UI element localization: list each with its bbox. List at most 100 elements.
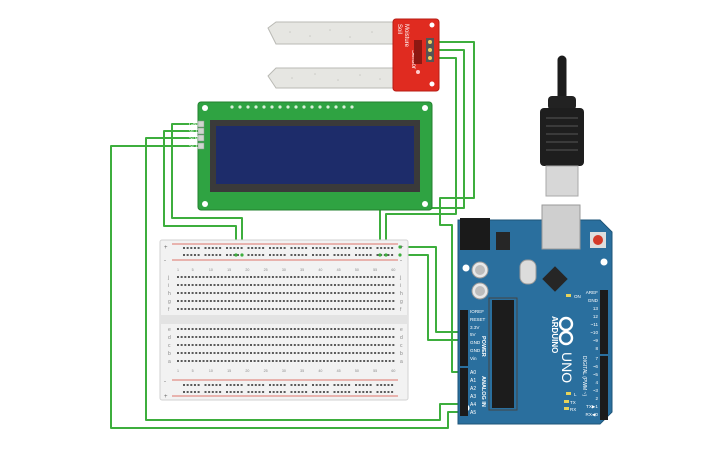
wire-power-5v[interactable] <box>400 246 462 333</box>
center-channel <box>160 315 408 324</box>
wire-sensor-vcc[interactable] <box>379 49 465 255</box>
usb-b-port[interactable] <box>541 204 581 250</box>
pin-a1: A1 <box>470 378 476 384</box>
lcd-mount-holes <box>202 105 428 207</box>
wires[interactable] <box>110 41 475 429</box>
wire-lcd-gnd[interactable] <box>171 123 243 255</box>
column-number: 60 <box>391 369 395 373</box>
digital-header-title: DIGITAL (PWM ~) <box>581 356 587 396</box>
wire-lcd-sda[interactable] <box>145 137 462 421</box>
digital-header-top[interactable] <box>600 290 608 354</box>
wire-lcd-vcc[interactable] <box>163 130 237 255</box>
lcd-pin-scl: SCL <box>189 144 199 150</box>
pin-a0: A0 <box>470 370 476 376</box>
crystal <box>519 259 537 285</box>
breadboard-holes[interactable] <box>177 247 395 393</box>
digital-header-bottom[interactable] <box>600 356 608 420</box>
pin-vin: Vin <box>470 356 477 361</box>
usb-plug-grip <box>546 117 578 151</box>
pin-d11: ~11 <box>591 322 599 327</box>
rail-minus-top: - <box>164 258 166 264</box>
column-number: 10 <box>209 369 213 373</box>
capacitors <box>471 261 489 300</box>
power-header-title: POWER <box>480 336 486 357</box>
lcd-top-pads <box>230 105 354 109</box>
pin-a3: A3 <box>470 394 476 400</box>
lcd-pin-vcc: VCC <box>189 129 200 135</box>
sensor-mount-holes <box>429 22 435 87</box>
wire-lcd-scl[interactable] <box>110 145 462 429</box>
column-number: 30 <box>282 369 286 373</box>
svg-text:e: e <box>400 327 403 333</box>
dc-jack[interactable] <box>460 218 490 250</box>
wire-sensor-gnd[interactable] <box>385 57 457 255</box>
svg-text:a: a <box>400 359 403 365</box>
column-number: 55 <box>373 369 377 373</box>
lcd-pin-labels: GND VCC SDA SCL <box>189 122 201 150</box>
row-letters-right: j i h g f e d c b a <box>399 275 403 365</box>
rail-minus-top-right: - <box>400 258 402 264</box>
analog-header[interactable] <box>460 368 468 416</box>
wire-ends <box>234 245 402 257</box>
reset-button[interactable] <box>593 235 603 245</box>
sensor-probe-top <box>267 21 394 45</box>
sensor-label-line2: Moisture <box>403 24 409 48</box>
sensor-led <box>416 70 420 74</box>
rail-plus-top-right: + <box>400 245 404 251</box>
column-number: 55 <box>373 268 377 272</box>
column-number: 30 <box>282 268 286 272</box>
analog-header-title: ANALOG IN <box>480 376 486 407</box>
led-on-label: ON <box>574 294 581 299</box>
column-number: 20 <box>245 268 249 272</box>
pin-5v: 5V <box>470 332 477 337</box>
column-number: 15 <box>227 369 231 373</box>
arduino-uno[interactable]: IOREF RESET 3.3V 5V GND GND Vin POWER A0… <box>457 204 613 425</box>
usb-plug-metal <box>545 165 579 197</box>
column-number: 45 <box>337 369 341 373</box>
wire-power-gnd[interactable] <box>400 254 462 341</box>
pin-a4: A4 <box>470 402 476 408</box>
analog-pin-labels: A0 A1 A2 A3 A4 A5 <box>470 370 476 416</box>
pin-aref: AREF <box>586 290 598 295</box>
svg-text:c: c <box>400 343 403 349</box>
column-number: 1 <box>177 268 179 272</box>
pin-d9: ~9 <box>593 338 599 343</box>
svg-text:d: d <box>400 335 403 341</box>
sensor-pins[interactable] <box>426 38 434 62</box>
column-number: 20 <box>245 369 249 373</box>
column-number: 5 <box>192 268 194 272</box>
column-number: 50 <box>355 369 359 373</box>
svg-text:i: i <box>400 283 401 289</box>
soil-moisture-sensor[interactable]: Soil Moisture Sensor <box>267 18 440 92</box>
pin-reset: RESET <box>470 317 486 322</box>
column-number: 50 <box>355 268 359 272</box>
pin-d10: ~10 <box>590 330 598 335</box>
column-number: 40 <box>318 268 322 272</box>
lcd-module[interactable]: GND VCC SDA SCL <box>189 101 433 211</box>
sensor-label-line1: Soil <box>396 24 402 34</box>
svg-text:b: b <box>400 351 403 357</box>
usb-plug-body <box>540 108 584 166</box>
power-header[interactable] <box>460 310 468 366</box>
column-number: 35 <box>300 268 304 272</box>
voltage-regulator <box>496 232 510 250</box>
led-rx-label: RX <box>570 407 576 412</box>
led-l-label: L <box>574 392 577 397</box>
wire-sensor-sig[interactable] <box>436 41 475 373</box>
svg-text:b: b <box>168 351 171 357</box>
column-number: 40 <box>318 369 322 373</box>
usb-strain-relief <box>548 96 576 110</box>
sensor-label-line3: Sensor <box>410 50 416 69</box>
lcd-screen <box>216 126 414 184</box>
column-number: 15 <box>227 268 231 272</box>
pin-gnd1: GND <box>470 340 481 345</box>
status-leds <box>564 294 571 410</box>
lcd-pin-header[interactable] <box>197 120 205 150</box>
pin-d4: 4 <box>595 380 598 385</box>
column-number: 35 <box>300 369 304 373</box>
svg-text:a: a <box>168 359 171 365</box>
usb-cable[interactable] <box>540 55 584 197</box>
